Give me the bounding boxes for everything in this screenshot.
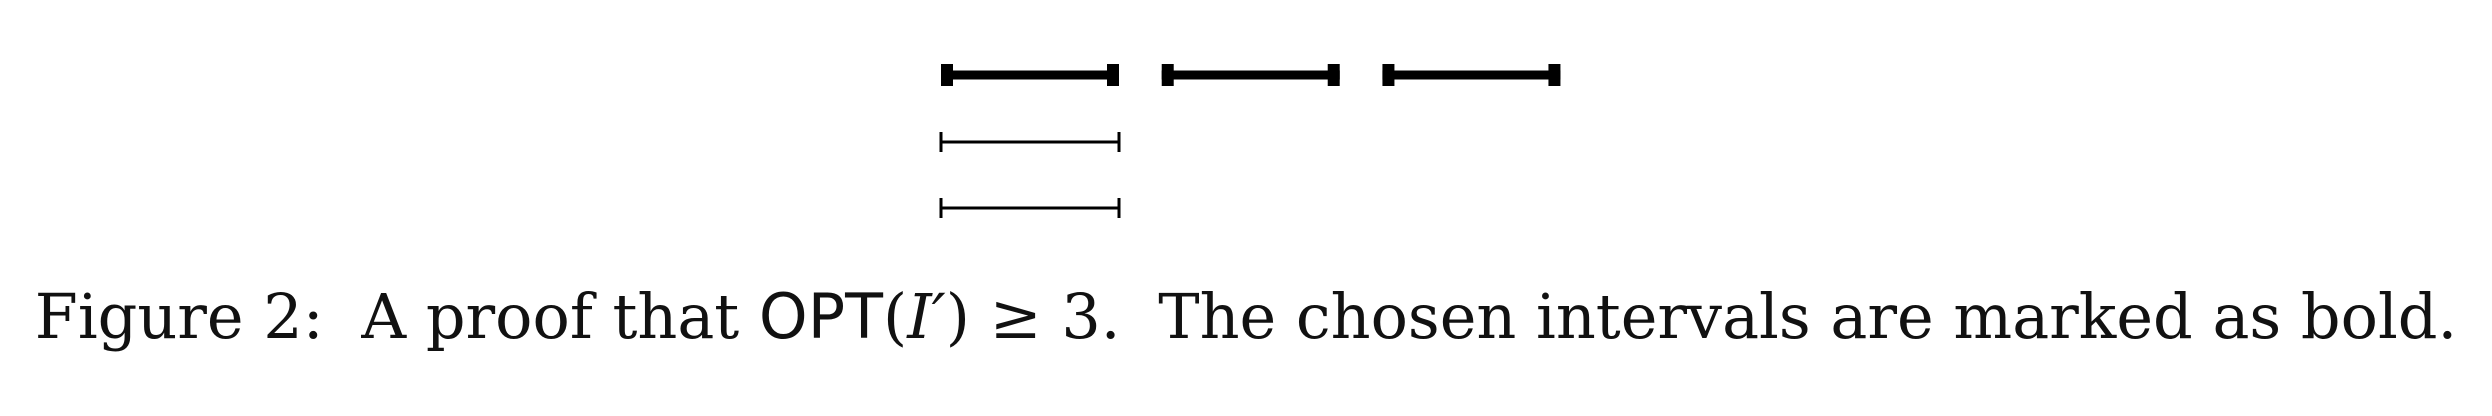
caption-text-after: The chosen intervals are marked as bold.: [1158, 280, 2458, 353]
chosen-interval: [1382, 64, 1561, 86]
caption-text-before: A proof that: [361, 280, 740, 353]
figure-caption: Figure 2: A proof that OPT(I′) ≥ 3. The …: [0, 286, 2492, 348]
interval: [939, 132, 1121, 152]
interval-diagram: [939, 64, 1561, 218]
interval: [939, 198, 1121, 218]
chosen-interval: [1161, 64, 1340, 86]
caption-bound: 3.: [1061, 280, 1121, 353]
caption-label: Figure 2:: [34, 280, 324, 353]
caption-paren-open: (: [882, 280, 908, 353]
chosen-interval: [941, 64, 1119, 86]
caption-opt: OPT: [758, 280, 883, 353]
caption-instance: I′: [907, 280, 946, 353]
caption-paren-close: ): [945, 280, 970, 353]
caption-relation: ≥: [989, 280, 1042, 353]
